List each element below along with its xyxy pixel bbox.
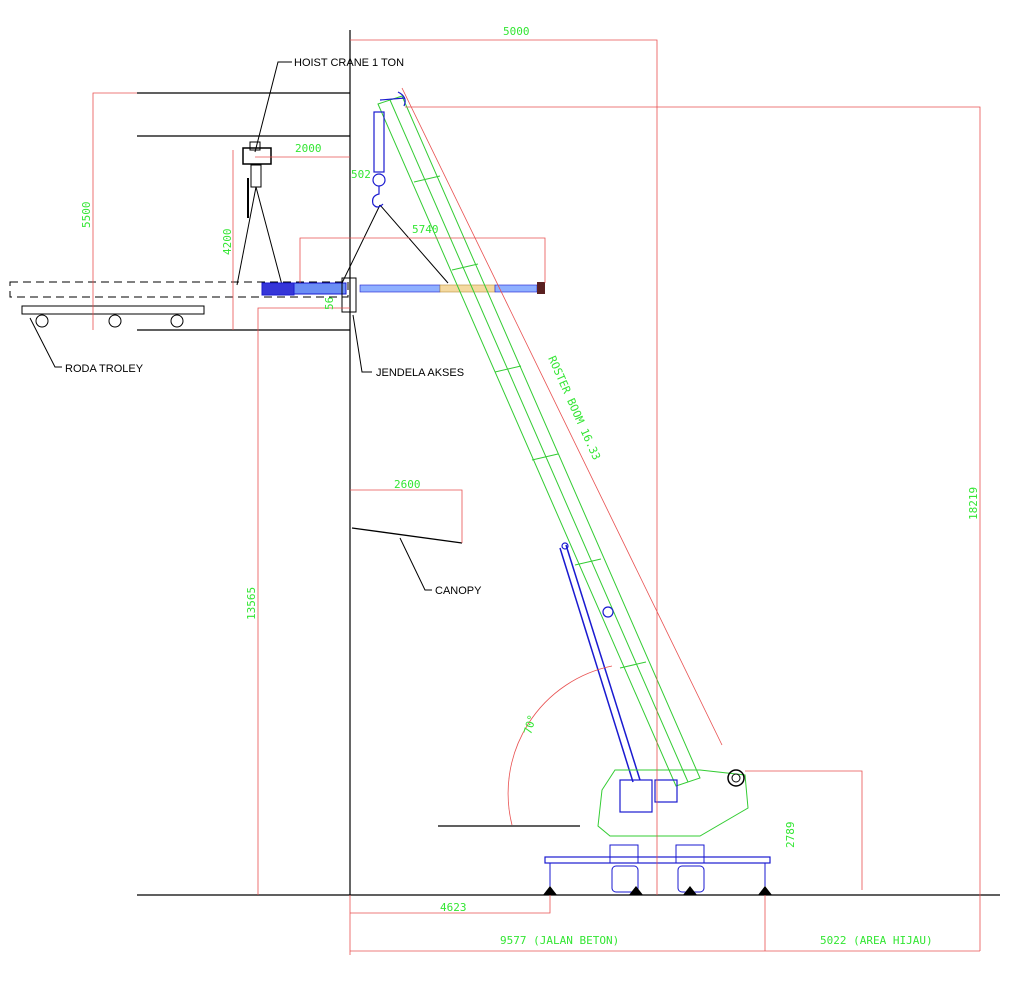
dim-13565 (257, 307, 350, 895)
crane-boom (377, 95, 701, 787)
dim-text-18219: 18219 (967, 487, 980, 520)
cylinder-rod (559, 547, 634, 783)
dim-boom (401, 87, 723, 746)
beam-section (293, 282, 347, 295)
dim-2789 (745, 770, 863, 890)
dim-text-4623: 4623 (440, 901, 467, 914)
label-canopy: CANOPY (435, 585, 482, 597)
trolley-platform (9, 281, 349, 298)
outrigger-pad (543, 886, 557, 895)
crane-carrier (543, 769, 772, 895)
outrigger-pad (758, 886, 772, 895)
crane-hook (372, 91, 406, 208)
dim-text-2000: 2000 (295, 142, 322, 155)
beam-end (537, 282, 545, 294)
luffing-cylinder (559, 542, 641, 783)
winch-drum (731, 773, 741, 783)
boom-center (389, 99, 689, 783)
beam-section (494, 284, 538, 293)
boom-band (531, 453, 559, 461)
dim-text-4200: 4200 (221, 229, 234, 256)
boom-band (494, 365, 522, 373)
dimension-lines (92, 39, 981, 955)
outrigger-pad (683, 886, 697, 895)
boom-band (451, 263, 479, 271)
dim-text-502: 502 (351, 168, 371, 181)
label-boom: ROSTER BOOM 16.33 (545, 354, 603, 462)
label-jendela-akses: JENDELA AKSES (376, 367, 464, 379)
label-angle: 70° (521, 713, 539, 736)
dim-18219 (405, 106, 981, 895)
dim-5000 (350, 39, 658, 895)
beam-section (359, 284, 441, 293)
trolley-wheel (35, 314, 49, 328)
sheave-icon (397, 91, 406, 107)
outrigger-pad (629, 886, 643, 895)
outrigger-beam (544, 856, 771, 864)
dim-text-5500: 5500 (80, 202, 93, 229)
cylinder-rod (565, 544, 641, 781)
hoist-crane (236, 61, 292, 286)
text-labels: HOIST CRANE 1 TON RODA TROLEY JENDELA AK… (65, 25, 980, 947)
hook-pulley-icon (372, 173, 386, 187)
dim-text-56: 56 (323, 297, 336, 310)
dim-text-13565: 13565 (245, 587, 258, 620)
canopy-slab (351, 527, 463, 544)
hoist-body (242, 147, 272, 165)
dim-text-9577: 9577 (JALAN BETON) (500, 934, 619, 947)
trolley-wheel (170, 314, 184, 328)
angle-arc (507, 665, 613, 826)
carrier-body (597, 769, 749, 837)
hoist-block (250, 164, 262, 188)
hoist-motor (249, 141, 261, 151)
carrier-frame (675, 844, 705, 864)
dim-text-5740: 5740 (412, 223, 439, 236)
crane-sling (341, 204, 381, 284)
hoist-sling (255, 186, 283, 286)
cab-window (654, 779, 678, 803)
dim-2600 (350, 489, 463, 543)
dim-5740 (299, 237, 546, 283)
boom-tip (379, 97, 406, 101)
roda-troley-leader (29, 317, 62, 368)
hook-icon (372, 186, 384, 208)
winch-icon (727, 769, 745, 787)
label-hoist: HOIST CRANE 1 TON (294, 57, 404, 69)
cab-window (619, 779, 653, 813)
label-roda-troley: RODA TROLEY (65, 363, 144, 375)
dim-text-5022: 5022 (AREA HIJAU) (820, 934, 933, 947)
dim-5500 (92, 92, 137, 330)
trolley-wheel (108, 314, 122, 328)
trolley-base (21, 305, 205, 315)
canopy (351, 527, 463, 591)
canopy-leader (399, 537, 432, 591)
jendela-leader (352, 314, 372, 373)
wheel-icon (611, 865, 639, 893)
dim-text-2600: 2600 (394, 478, 421, 491)
boom-band (574, 558, 602, 566)
boom-band (413, 175, 441, 183)
hook-block (373, 111, 385, 173)
boom-band (619, 661, 647, 669)
dim-4623 (350, 895, 551, 914)
beam-motor (261, 282, 295, 296)
access-window-frame (341, 277, 357, 313)
building-structure (137, 30, 1000, 896)
hoist-sling (236, 186, 257, 286)
hoist-leader (254, 61, 292, 153)
carrier-frame (609, 844, 639, 864)
dim-text-5000: 5000 (503, 25, 530, 38)
boom-pin-icon (602, 606, 614, 618)
trolley (9, 281, 349, 368)
cylinder-pin (561, 542, 569, 550)
crane-sling (379, 204, 449, 284)
dim-text-2789: 2789 (784, 822, 797, 849)
lifted-beam (261, 204, 545, 373)
